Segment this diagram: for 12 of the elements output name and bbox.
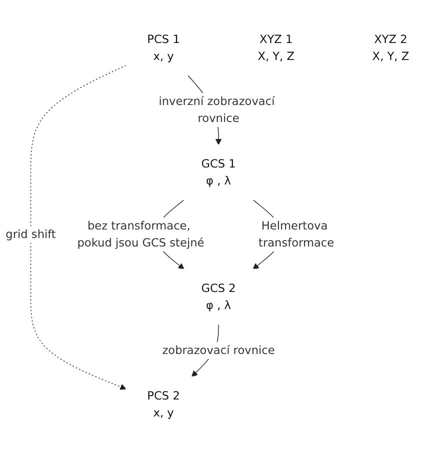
node-text: GCS 2 φ , λ: [201, 281, 236, 312]
edge-label: inverzní zobrazovací rovnice: [158, 94, 275, 125]
edge-label: grid shift: [6, 227, 56, 241]
edge-label: bez transformace, pokud jsou GCS stejné: [77, 218, 204, 250]
edge-label: zobrazovací rovnice: [162, 343, 275, 357]
node-text: GCS 1 φ , λ: [201, 156, 236, 188]
node-text: XYZ 2 X, Y, Z: [372, 32, 410, 63]
node-text: PCS 1 x, y: [147, 32, 180, 63]
edge-label: Helmertova transformace: [258, 218, 334, 250]
node-text: PCS 2 x, y: [147, 388, 180, 420]
arrow: [30, 65, 126, 390]
node-text: XYZ 1 X, Y, Z: [258, 32, 295, 63]
